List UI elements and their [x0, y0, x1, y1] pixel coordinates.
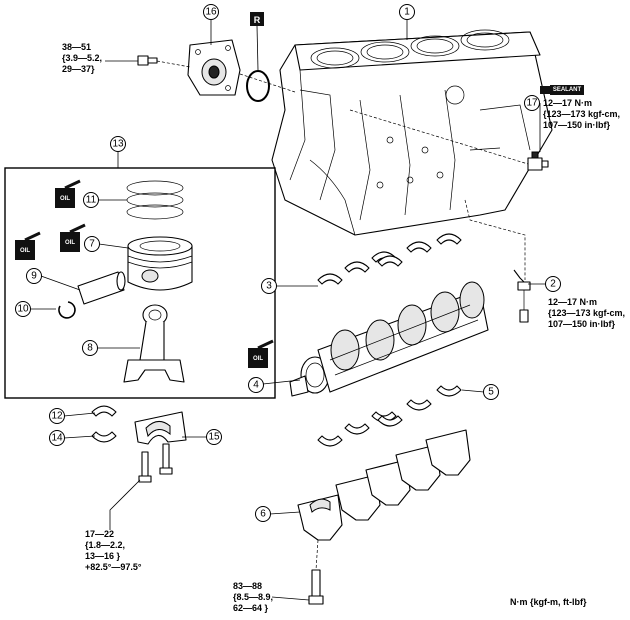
sealant-tag: SEALANT — [540, 85, 584, 95]
callout-5: 5 — [483, 384, 499, 400]
connecting-rod — [123, 304, 185, 383]
svg-text:{1.8—2.2,: {1.8—2.2, — [85, 540, 125, 550]
oil-can-icon: OIL — [55, 179, 81, 208]
main-bearing-bolt — [308, 569, 324, 605]
callout-9: 9 — [26, 268, 42, 284]
svg-text:83—88: 83—88 — [233, 581, 262, 591]
rear-plate-bolt — [137, 55, 158, 66]
svg-text:14: 14 — [51, 433, 63, 444]
svg-text:12: 12 — [51, 411, 63, 422]
callout-3: 3 — [261, 278, 277, 294]
snap-ring — [58, 301, 76, 319]
callout-17: 17 — [524, 95, 540, 111]
svg-text:4: 4 — [253, 380, 259, 391]
lower-main-bearings — [317, 385, 462, 447]
svg-text:3: 3 — [266, 281, 272, 292]
callout-10: 10 — [15, 301, 31, 317]
replace-badge-label: R — [254, 15, 261, 25]
svg-text:8: 8 — [87, 343, 93, 354]
replace-badge — [250, 12, 264, 26]
svg-text:107—150 in·lbf}: 107—150 in·lbf} — [543, 120, 611, 130]
svg-text:10: 10 — [17, 304, 29, 315]
svg-text:{8.5—8.9,: {8.5—8.9, — [233, 592, 273, 602]
sealant-label: SEALANT — [553, 87, 582, 93]
callout-15: 15 — [206, 429, 222, 445]
connecting-rod-bearings — [91, 405, 117, 443]
svg-text:{123—173 kgf-cm,: {123—173 kgf-cm, — [543, 109, 620, 119]
svg-text:15: 15 — [208, 432, 220, 443]
upper-main-bearings — [317, 233, 462, 285]
torque-spec-rear-plate: 38—51 {3.9—5.2, 29—37} — [62, 42, 102, 74]
connecting-rod-cap — [134, 411, 187, 445]
oil-can-icon: OIL — [248, 339, 274, 368]
svg-text:7: 7 — [89, 239, 95, 250]
rear-cover-plate — [187, 39, 241, 96]
callout-2: 2 — [545, 276, 561, 292]
oil-can-icon: OIL — [15, 231, 41, 260]
svg-text:16: 16 — [205, 7, 217, 18]
callout-8: 8 — [82, 340, 98, 356]
piston-rings — [126, 180, 184, 220]
callout-4: 4 — [248, 377, 264, 393]
svg-text:17: 17 — [526, 98, 538, 109]
svg-text:29—37}: 29—37} — [62, 64, 95, 74]
torque-spec-oil-jet: 12—17 N·m {123—173 kgf-cm, 107—150 in·lb… — [548, 297, 625, 329]
svg-text:5: 5 — [488, 387, 494, 398]
svg-text:9: 9 — [31, 271, 37, 282]
oil-label: OIL — [253, 356, 263, 362]
oil-label: OIL — [60, 196, 70, 202]
svg-text:1: 1 — [404, 7, 410, 18]
callout-16: 16 — [203, 4, 219, 20]
svg-text:2: 2 — [550, 279, 556, 290]
callout-14: 14 — [49, 430, 65, 446]
svg-text:12—17 N·m: 12—17 N·m — [543, 98, 592, 108]
torque-spec-knock-sensor: 12—17 N·m {123—173 kgf-cm, 107—150 in·lb… — [543, 98, 620, 130]
svg-text:12—17 N·m: 12—17 N·m — [548, 297, 597, 307]
oil-jet — [513, 269, 531, 323]
cylinder-block — [271, 29, 553, 236]
svg-text:6: 6 — [260, 509, 266, 520]
svg-text:13: 13 — [112, 139, 124, 150]
o-ring — [246, 70, 270, 102]
svg-text:{123—173 kgf-cm,: {123—173 kgf-cm, — [548, 308, 625, 318]
callout-7: 7 — [84, 236, 100, 252]
svg-text:38—51: 38—51 — [62, 42, 91, 52]
callout-6: 6 — [255, 506, 271, 522]
svg-text:+82.5°—97.5°: +82.5°—97.5° — [85, 562, 142, 572]
rod-bolts — [138, 443, 173, 483]
piston-pin — [77, 271, 126, 305]
oil-label: OIL — [20, 248, 30, 254]
svg-text:{3.9—5.2,: {3.9—5.2, — [62, 53, 102, 63]
svg-text:17—22: 17—22 — [85, 529, 114, 539]
svg-text:107—150 in·lbf}: 107—150 in·lbf} — [548, 319, 616, 329]
torque-spec-rod-bolt: 17—22 {1.8—2.2, 13—16 } +82.5°—97.5° — [85, 529, 142, 572]
svg-text:11: 11 — [86, 195, 97, 206]
oil-can-icon: OIL — [60, 223, 86, 252]
piston — [127, 236, 193, 291]
svg-text:62—64 }: 62—64 } — [233, 603, 269, 613]
svg-text:13—16 }: 13—16 } — [85, 551, 121, 561]
callout-11: 11 — [83, 192, 99, 208]
crankshaft — [289, 281, 489, 397]
units-note: N·m {kgf-m, ft-lbf} — [510, 597, 587, 607]
callout-12: 12 — [49, 408, 65, 424]
callout-13: 13 — [110, 136, 126, 152]
torque-spec-main-bolt: 83—88 {8.5—8.9, 62—64 } — [233, 581, 273, 613]
callout-1: 1 — [399, 4, 415, 20]
main-bearing-caps — [297, 429, 471, 541]
oil-label: OIL — [65, 240, 75, 246]
